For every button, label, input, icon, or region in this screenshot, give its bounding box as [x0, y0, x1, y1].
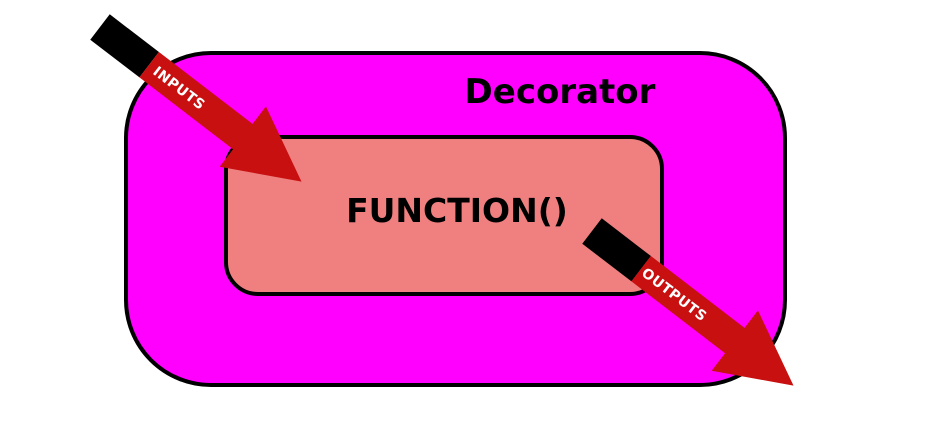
- function-box: [224, 135, 664, 296]
- decorator-label: Decorator: [465, 72, 656, 112]
- inputs-arrow-tail: [90, 14, 159, 78]
- inputs-arrow-body: [139, 52, 302, 182]
- outputs-arrow-body: [631, 256, 794, 386]
- outputs-arrow-tail: [582, 218, 651, 282]
- function-label: FUNCTION(): [346, 191, 568, 230]
